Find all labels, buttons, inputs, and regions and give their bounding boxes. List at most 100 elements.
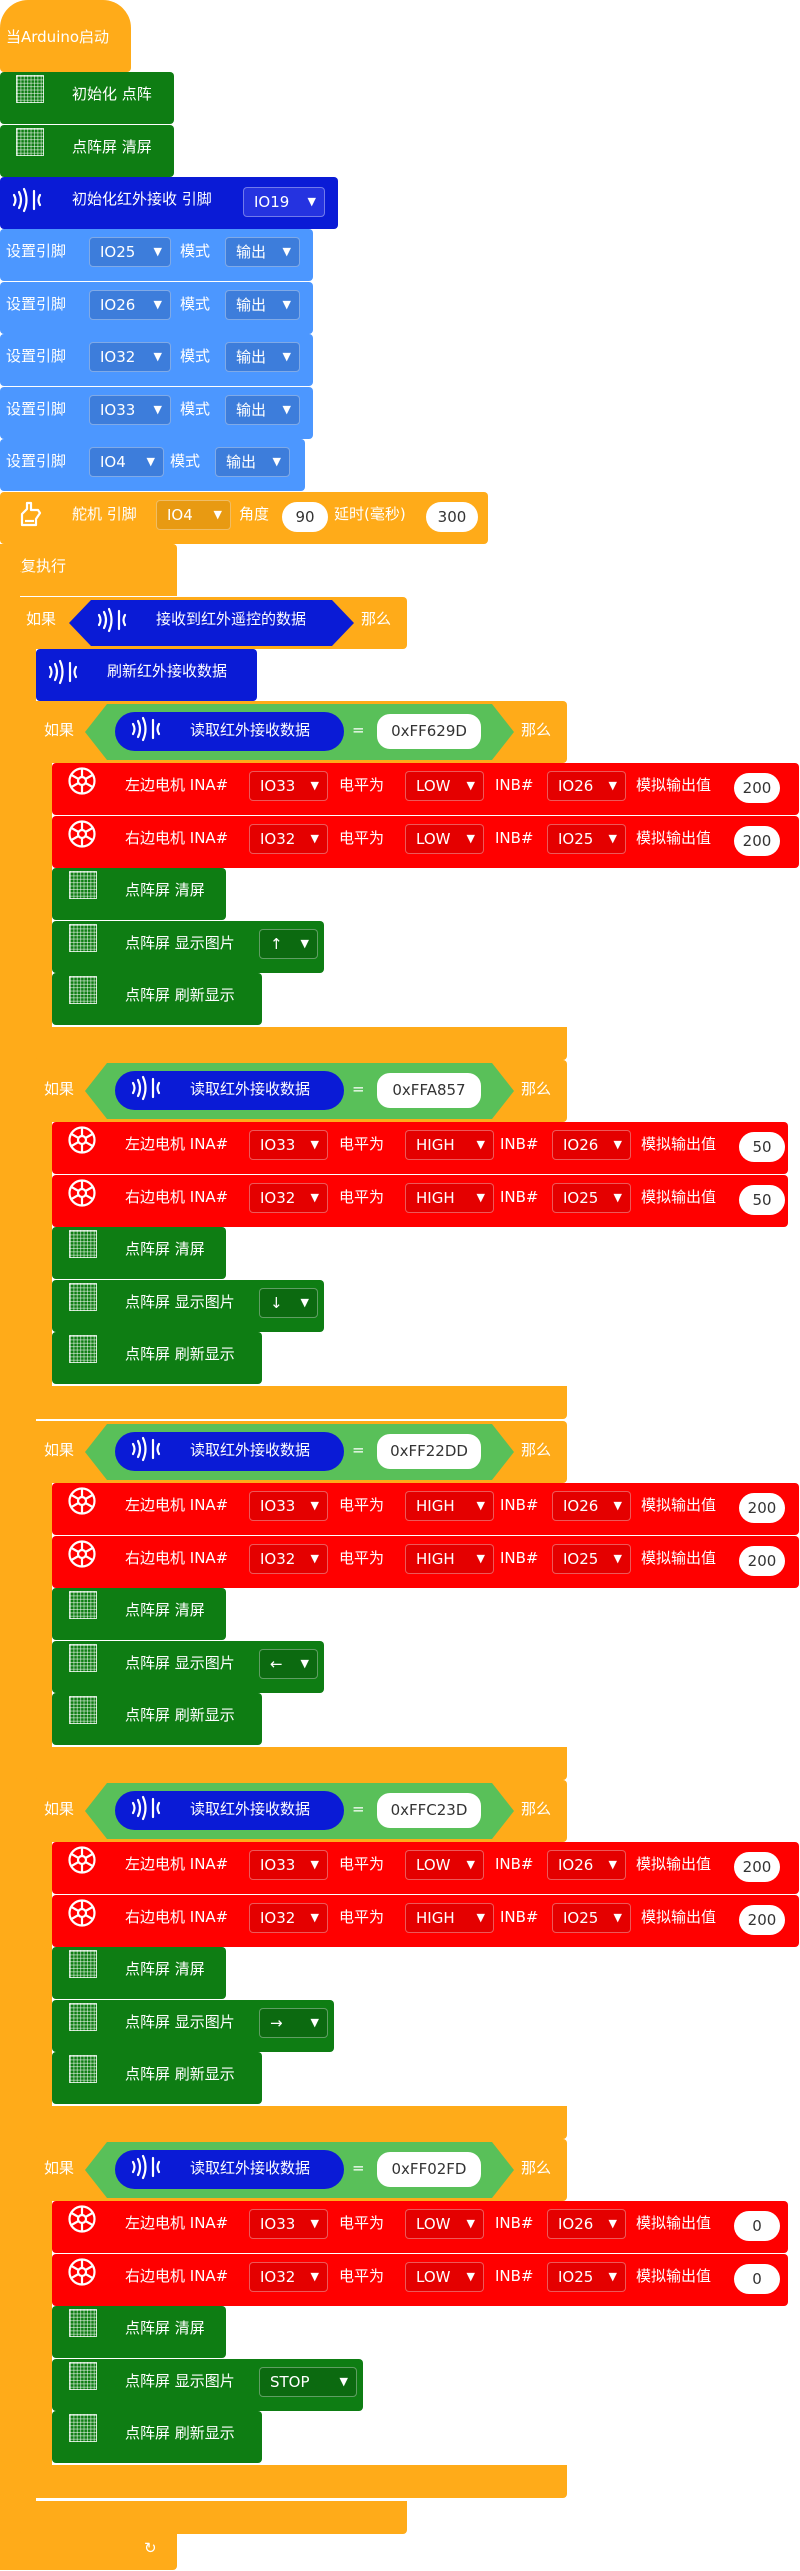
ir-init-pin-dropdown[interactable]: IO19▼ xyxy=(243,187,325,217)
pin-dropdown[interactable]: IO25▼ xyxy=(89,237,171,267)
analog-value-input[interactable]: 200 xyxy=(734,1852,780,1882)
chevron-down-icon: ▼ xyxy=(307,195,316,208)
level-dropdown[interactable]: LOW▼ xyxy=(405,2209,484,2239)
level-dropdown[interactable]: HIGH▼ xyxy=(405,1130,494,1160)
analog-value-input[interactable]: 50 xyxy=(739,1132,785,1162)
ina-pin-dropdown-value: IO32 xyxy=(260,1550,296,1568)
level-dropdown-value: HIGH xyxy=(416,1550,455,1568)
ir-code-input[interactable]: 0xFFC23D xyxy=(375,1791,483,1830)
inb-pin-dropdown[interactable]: IO26▼ xyxy=(547,771,626,801)
inb-label: INB# xyxy=(495,2267,534,2285)
inb-pin-dropdown[interactable]: IO26▼ xyxy=(552,1130,631,1160)
image-dropdown[interactable]: ↑▼ xyxy=(259,929,318,959)
analog-value-input[interactable]: 0 xyxy=(734,2211,780,2241)
level-dropdown[interactable]: HIGH▼ xyxy=(405,1903,494,1933)
chevron-down-icon: ▼ xyxy=(310,1858,319,1871)
ir-code-input[interactable]: 0xFF629D xyxy=(375,712,483,751)
pin-dropdown[interactable]: IO33▼ xyxy=(89,395,171,425)
chevron-down-icon: ▼ xyxy=(310,1552,319,1565)
ir-code-input[interactable]: 0xFF02FD xyxy=(375,2150,483,2189)
ina-pin-dropdown[interactable]: IO32▼ xyxy=(249,2262,328,2292)
infrared-icon xyxy=(10,187,46,217)
then-label: 那么 xyxy=(521,1800,552,1818)
analog-value-input[interactable]: 200 xyxy=(739,1905,785,1935)
level-dropdown[interactable]: HIGH▼ xyxy=(405,1544,494,1574)
arduino-start-hat-block[interactable] xyxy=(0,0,131,72)
analog-label: 模拟输出值 xyxy=(641,1908,717,1926)
ir-received-condition[interactable] xyxy=(69,600,354,646)
then-label: 那么 xyxy=(521,2159,552,2177)
mode-dropdown[interactable]: 输出▼ xyxy=(225,290,300,320)
servo-pin-dropdown[interactable]: IO4▼ xyxy=(156,500,231,530)
ina-pin-dropdown[interactable]: IO32 ▼ xyxy=(249,1183,328,1213)
ina-pin-dropdown[interactable]: IO32 ▼ xyxy=(249,1544,328,1574)
chevron-down-icon: ▼ xyxy=(310,2016,319,2029)
forever-block-top[interactable] xyxy=(0,544,177,596)
equals-label: = xyxy=(352,721,365,739)
delay-input[interactable]: 300 xyxy=(426,502,478,532)
inb-pin-dropdown[interactable]: IO25▼ xyxy=(547,2262,626,2292)
mode-dropdown[interactable]: 输出▼ xyxy=(225,395,300,425)
analog-value-input[interactable]: 200 xyxy=(734,773,780,803)
inb-pin-dropdown[interactable]: IO25▼ xyxy=(552,1544,631,1574)
analog-value-input[interactable]: 200 xyxy=(734,826,780,856)
ina-pin-dropdown[interactable]: IO32▼ xyxy=(249,1903,328,1933)
level-label: 电平为 xyxy=(339,776,385,794)
pin-dropdown[interactable]: IO4▼ xyxy=(89,447,164,477)
dot-matrix-icon xyxy=(69,1283,97,1311)
level-dropdown[interactable]: HIGH▼ xyxy=(405,1491,494,1521)
motor-left-label: 左边电机 INA# xyxy=(125,1135,229,1153)
mode-dropdown[interactable]: 输出▼ xyxy=(225,237,300,267)
ina-pin-dropdown[interactable]: IO33▼ xyxy=(249,1850,328,1880)
level-dropdown[interactable]: LOW▼ xyxy=(405,824,484,854)
analog-value-input[interactable]: 50 xyxy=(739,1185,785,1215)
level-dropdown[interactable]: LOW▼ xyxy=(405,771,484,801)
ina-pin-dropdown[interactable]: IO33▼ xyxy=(249,771,328,801)
image-dropdown[interactable]: STOP▼ xyxy=(259,2367,357,2397)
inb-pin-dropdown[interactable]: IO25▼ xyxy=(547,824,626,854)
image-dropdown[interactable]: ←▼ xyxy=(259,1649,318,1679)
analog-value-input[interactable]: 200 xyxy=(739,1546,785,1576)
ina-pin-dropdown[interactable]: IO33▼ xyxy=(249,2209,328,2239)
analog-value-input[interactable]: 0 xyxy=(734,2264,780,2294)
if-code-block-bottom xyxy=(36,2106,567,2139)
if-label: 如果 xyxy=(44,1441,75,1459)
inb-pin-dropdown[interactable]: IO25▼ xyxy=(552,1183,631,1213)
infrared-icon xyxy=(46,659,82,689)
if-label: 如果 xyxy=(44,2159,75,2177)
chevron-down-icon: ▼ xyxy=(608,1858,617,1871)
image-dropdown-value: STOP xyxy=(270,2373,310,2391)
pin-dropdown[interactable]: IO32▼ xyxy=(89,342,171,372)
mode-dropdown[interactable]: 输出▼ xyxy=(225,342,300,372)
inb-pin-dropdown[interactable]: IO25▼ xyxy=(552,1903,631,1933)
level-dropdown[interactable]: LOW▼ xyxy=(405,2262,484,2292)
servo-block[interactable] xyxy=(0,492,488,544)
level-dropdown[interactable]: LOW▼ xyxy=(405,1850,484,1880)
ina-pin-dropdown[interactable]: IO32▼ xyxy=(249,824,328,854)
image-dropdown[interactable]: ↓▼ xyxy=(259,1288,318,1318)
inb-pin-dropdown[interactable]: IO26▼ xyxy=(547,1850,626,1880)
ir-code-input[interactable]: 0xFF22DD xyxy=(375,1432,483,1471)
motor-right-label: 右边电机 INA# xyxy=(125,2267,229,2285)
level-dropdown[interactable]: HIGH▼ xyxy=(405,1183,494,1213)
mode-dropdown-value: 输出 xyxy=(226,453,257,471)
if-code-block-spine xyxy=(36,1421,52,1780)
mode-dropdown[interactable]: 输出▼ xyxy=(215,447,290,477)
inb-label: INB# xyxy=(500,1188,539,1206)
motor-right-label: 右边电机 INA# xyxy=(125,1908,229,1926)
ir-read-label: 读取红外接收数据 xyxy=(190,1080,311,1098)
ir-refresh-block[interactable] xyxy=(36,649,257,701)
infrared-icon xyxy=(129,1075,165,1105)
ina-pin-dropdown[interactable]: IO33▼ xyxy=(249,1491,328,1521)
pin-dropdown[interactable]: IO26▼ xyxy=(89,290,171,320)
analog-value-input[interactable]: 200 xyxy=(739,1493,785,1523)
inb-pin-dropdown[interactable]: IO26▼ xyxy=(547,2209,626,2239)
ina-pin-dropdown[interactable]: IO33▼ xyxy=(249,1130,328,1160)
chevron-down-icon: ▼ xyxy=(310,1191,319,1204)
ina-pin-dropdown-value: IO32 xyxy=(260,1189,296,1207)
angle-input[interactable]: 90 xyxy=(282,502,328,532)
servo-label: 舵机 引脚 xyxy=(72,505,137,523)
ir-code-input[interactable]: 0xFFA857 xyxy=(375,1071,483,1110)
image-dropdown[interactable]: →▼ xyxy=(259,2008,328,2038)
inb-pin-dropdown[interactable]: IO26▼ xyxy=(552,1491,631,1521)
